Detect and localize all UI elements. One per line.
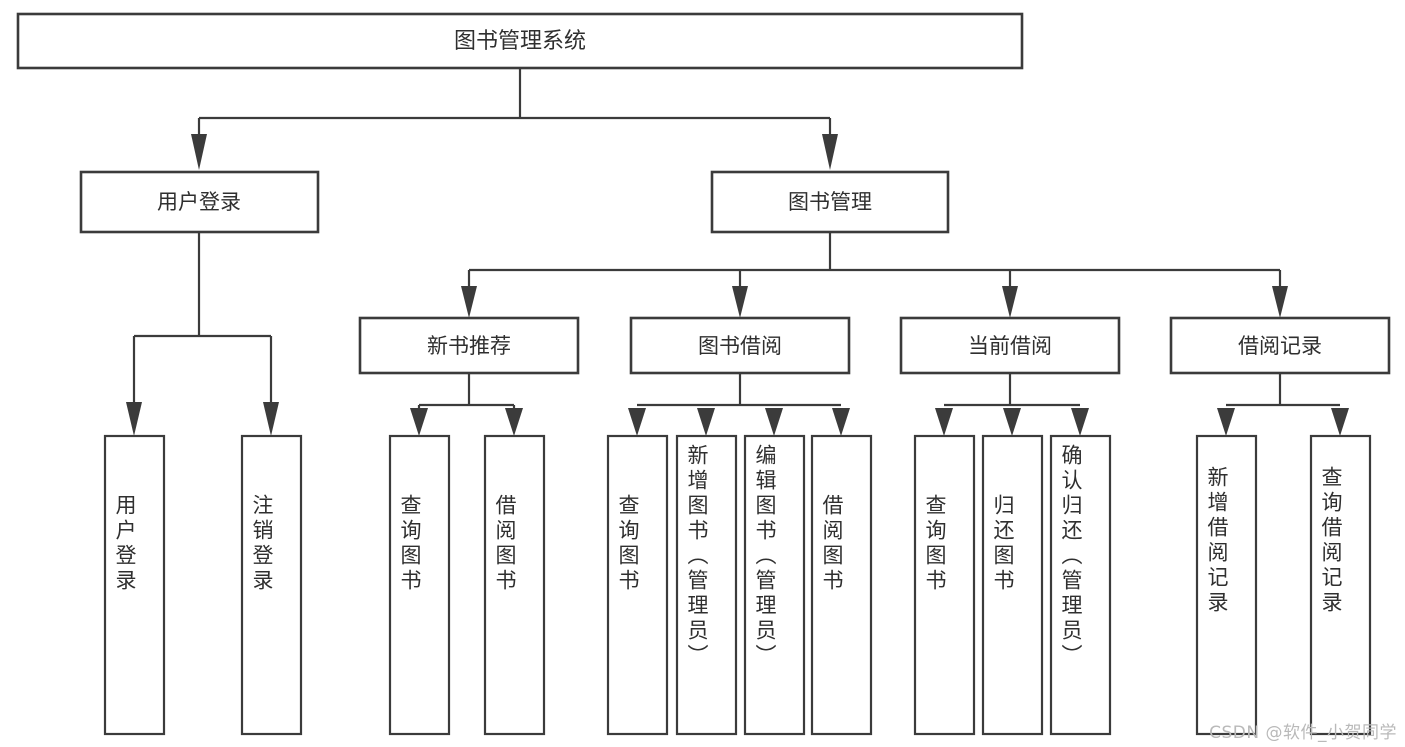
level2-label-2: 当前借阅 [968,334,1052,358]
leaf-box-new-book-0[interactable] [388,434,451,736]
node-current-borrow[interactable]: 当前借阅 [899,316,1121,375]
level1-label-0: 用户登录 [157,190,241,214]
arrow-head-userlogin-0 [126,402,142,436]
arrow-head-level1-0 [191,134,207,170]
arrow-head-level2-1 [732,286,748,318]
leaf-box-book-borrow-0[interactable] [606,434,669,736]
arrow-head-bookborrow-2 [765,408,783,436]
root-label: 图书管理系统 [454,29,586,54]
leaf-box-book-borrow-3[interactable] [810,434,873,736]
level2-label-3: 借阅记录 [1238,334,1322,358]
level2-label-0: 新书推荐 [427,334,511,358]
arrow-head-currentborrow-0 [935,408,953,436]
leaf-box-current-borrow-1[interactable] [981,434,1044,736]
level1-label-1: 图书管理 [788,190,872,214]
arrow-head-bookborrow-0 [628,408,646,436]
arrow-head-newbook-0 [410,408,428,436]
leaf-box-book-borrow-1[interactable] [675,434,738,736]
leaf-box-borrow-record-0[interactable] [1195,434,1258,736]
leaf-box-current-borrow-0[interactable] [913,434,976,736]
arrow-head-borrowrecord-0 [1217,408,1235,436]
arrow-head-newbook-1 [505,408,523,436]
node-root[interactable]: 图书管理系统 [16,12,1024,70]
node-borrow-record[interactable]: 借阅记录 [1169,316,1391,375]
level2-box-0[interactable] [358,316,580,375]
arrow-head-bookborrow-3 [832,408,850,436]
level2-box-1[interactable] [629,316,851,375]
node-new-book-recommend[interactable]: 新书推荐 [358,316,580,375]
arrow-head-level2-3 [1272,286,1288,318]
leaf-box-user-login-1[interactable] [240,434,303,736]
leaf-box-book-borrow-2[interactable] [743,434,806,736]
leaf-box-current-borrow-2[interactable] [1049,434,1112,736]
leaf-box-user-login-0[interactable] [103,434,166,736]
leaf-box-new-book-1[interactable] [483,434,546,736]
arrow-head-level2-0 [461,286,477,318]
arrow-head-userlogin-1 [263,402,279,436]
root-box[interactable] [16,12,1024,70]
csdn-watermark: CSDN @软件_小贺同学 [1209,723,1397,743]
level2-box-3[interactable] [1169,316,1391,375]
node-book-management[interactable]: 图书管理 [710,170,950,234]
level1-box-1[interactable] [710,170,950,234]
level2-label-1: 图书借阅 [698,334,782,358]
node-user-login[interactable]: 用户登录 [79,170,320,234]
node-book-borrow[interactable]: 图书借阅 [629,316,851,375]
arrow-head-borrowrecord-1 [1331,408,1349,436]
level2-box-2[interactable] [899,316,1121,375]
arrow-head-currentborrow-1 [1003,408,1021,436]
arrow-head-level1-1 [822,134,838,170]
arrow-head-currentborrow-2 [1071,408,1089,436]
leaf-box-borrow-record-1[interactable] [1309,434,1372,736]
arrow-head-level2-2 [1002,286,1018,318]
arrow-head-bookborrow-1 [697,408,715,436]
